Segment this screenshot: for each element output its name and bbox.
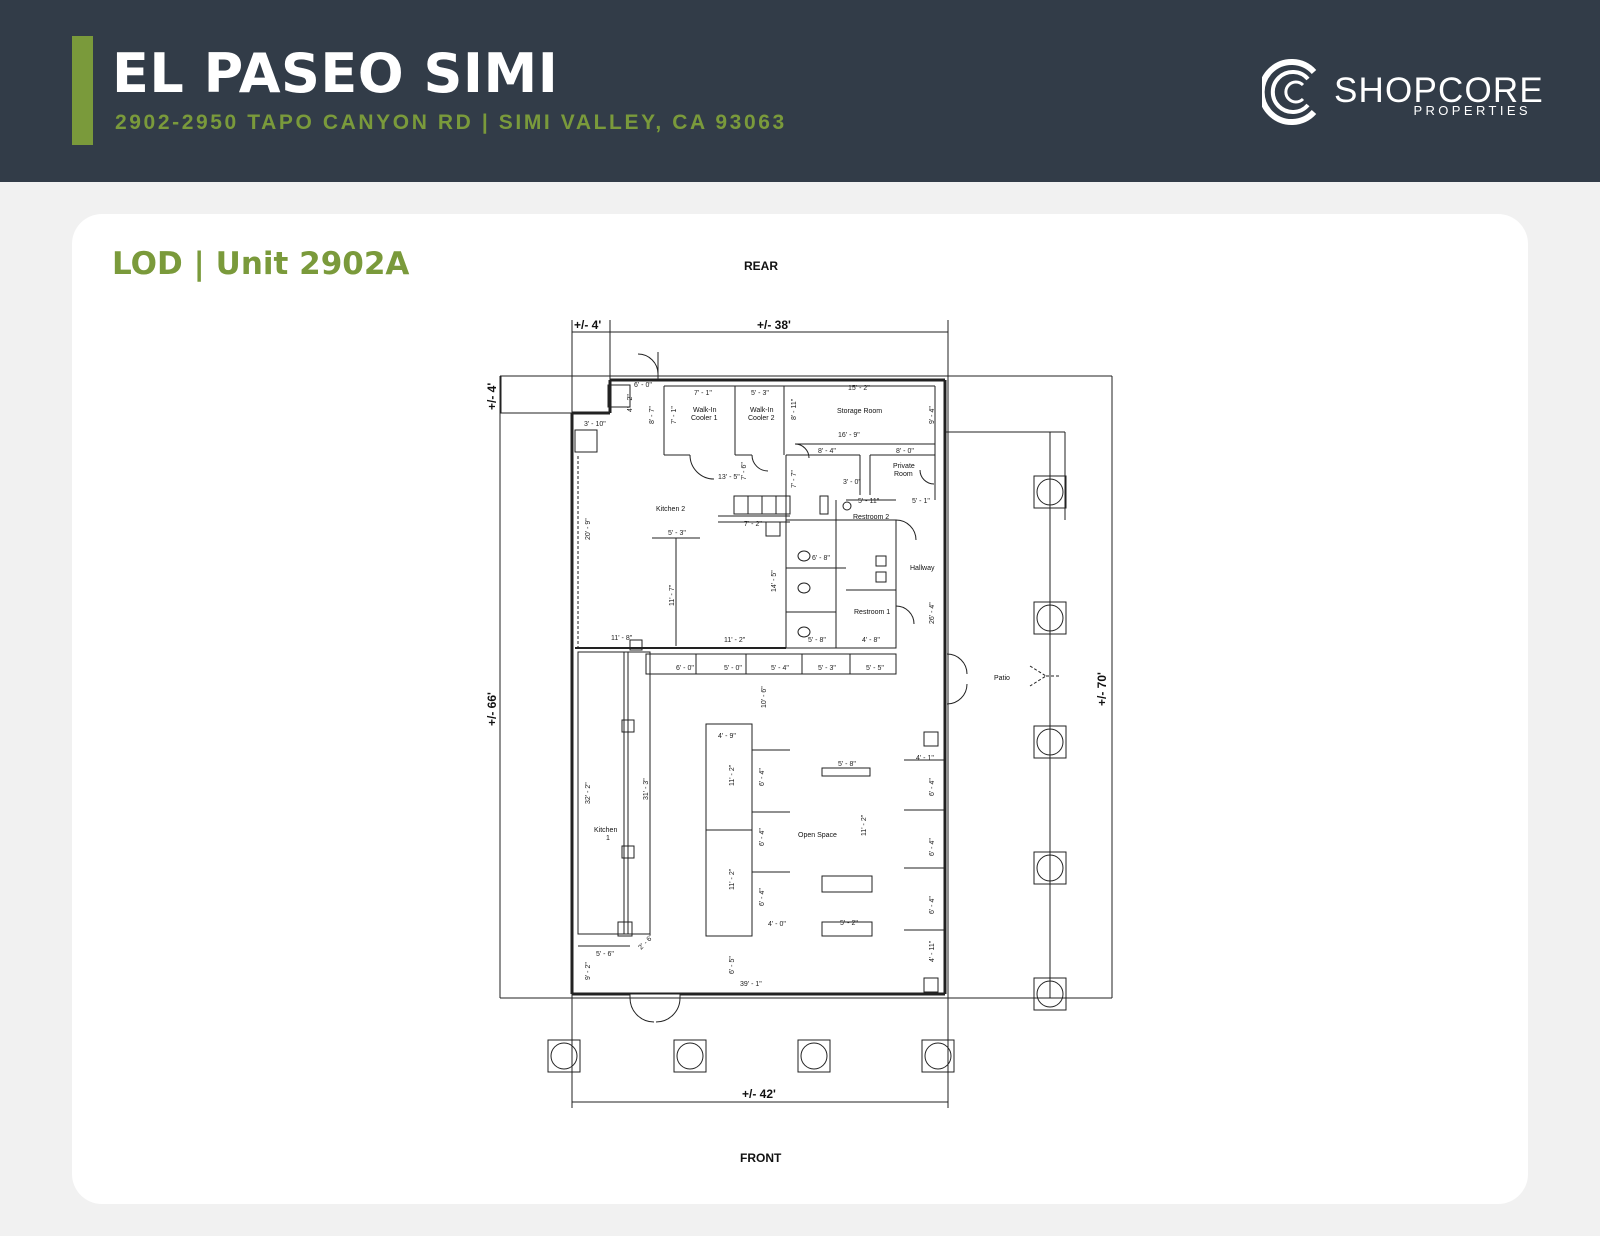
unit-title: LOD | Unit 2902A xyxy=(112,246,410,282)
dim-label: 20' - 9" xyxy=(585,518,592,540)
front-label: FRONT xyxy=(740,1151,782,1165)
dim-label: 8' - 0" xyxy=(896,448,914,455)
dim-label: 8' - 7" xyxy=(649,406,656,424)
dim-label: 32' - 2" xyxy=(585,782,592,804)
dim-label: 6' - 8" xyxy=(812,555,830,562)
dim-label: 6' - 0" xyxy=(676,665,694,672)
dim-label: 11' - 2" xyxy=(729,764,736,786)
dim-label: 5' - 0" xyxy=(724,665,742,672)
dim-label: 8' - 4" xyxy=(818,448,836,455)
dim-label: 6' - 4" xyxy=(929,896,936,914)
dim-label: 6' - 4" xyxy=(759,888,766,906)
dim-label: 5' - 6" xyxy=(596,951,614,958)
dim-label: 9' - 2" xyxy=(585,962,592,980)
dim-label: 3' - 10" xyxy=(584,421,606,428)
room-restroom-2: Restroom 2 xyxy=(853,514,889,521)
address-subtitle: 2902-2950 TAPO CANYON RD | SIMI VALLEY, … xyxy=(115,111,787,134)
dim-label: 5' - 11" xyxy=(858,498,880,505)
dim-label: 14' - 5" xyxy=(771,570,778,592)
dim-label: 26' - 4" xyxy=(929,602,936,624)
dim-side-width: +/- 4' xyxy=(574,318,601,332)
dim-label: 6' - 4" xyxy=(929,838,936,856)
logo-subtext: PROPERTIES xyxy=(1413,103,1531,118)
dim-label: 4' - 11" xyxy=(929,940,936,962)
dim-label: 11' - 2" xyxy=(724,637,746,644)
room-open-space: Open Space xyxy=(798,832,837,839)
dim-label: 7' - 7" xyxy=(791,470,798,488)
dim-label: 7' - 1" xyxy=(671,406,678,424)
shopcore-c-logo-icon xyxy=(1262,59,1317,125)
dim-label: 16' - 9" xyxy=(838,432,860,439)
dim-top-offset: +/- 4' xyxy=(485,383,499,410)
dim-label: 5' - 5" xyxy=(866,665,884,672)
dim-label: 4' - 8" xyxy=(862,637,880,644)
dim-label: 5' - 3" xyxy=(751,390,769,397)
dim-label: 15' - 2" xyxy=(848,385,870,392)
dim-label: 5' - 8" xyxy=(808,637,826,644)
dim-label: 11' - 8" xyxy=(611,635,633,642)
room-hallway: Hallway xyxy=(910,565,935,572)
room-kitchen-2: Kitchen 2 xyxy=(656,506,685,513)
dim-label: 6' - 0" xyxy=(634,382,652,389)
dim-label: 10' - 6" xyxy=(761,686,768,708)
dim-label: 11' - 7" xyxy=(669,584,676,606)
dim-label: 8' - 11" xyxy=(791,398,798,420)
dim-label: 3' - 0" xyxy=(843,479,861,486)
dim-label: 5' - 3" xyxy=(668,530,686,537)
dim-label: 31' - 3" xyxy=(643,778,650,800)
dim-label: 39' - 1" xyxy=(740,981,762,988)
dim-label: 5' - 3" xyxy=(818,665,836,672)
page-title: EL PASEO SIMI xyxy=(112,42,559,105)
dim-label: 11' - 2" xyxy=(861,814,868,836)
logo-name: SHOPCORE xyxy=(1334,71,1544,110)
dim-label: 7' - 2" xyxy=(744,521,762,528)
header-banner: EL PASEO SIMI 2902-2950 TAPO CANYON RD |… xyxy=(0,0,1600,182)
shopcore-logo[interactable]: SHOPCORE PROPERTIES xyxy=(1262,54,1543,129)
dim-label: 4' - 1" xyxy=(916,755,934,762)
dim-label: 6' - 4" xyxy=(759,768,766,786)
dim-front-width: +/- 42' xyxy=(742,1087,776,1101)
dim-right-depth: +/- 70' xyxy=(1095,672,1109,706)
dim-label: 9' - 4" xyxy=(929,406,936,424)
dim-label: 5' - 2" xyxy=(840,920,858,927)
dim-label: 7' - 6" xyxy=(741,462,748,480)
dim-label: 11' - 2" xyxy=(729,868,736,890)
dim-label: 7' - 1" xyxy=(694,390,712,397)
dim-label: 6' - 5" xyxy=(729,956,736,974)
room-storage: Storage Room xyxy=(837,408,882,415)
room-patio: Patio xyxy=(994,675,1010,682)
accent-bar xyxy=(72,36,93,145)
rear-label: REAR xyxy=(744,259,778,273)
room-restroom-1: Restroom 1 xyxy=(854,609,890,616)
columns xyxy=(547,475,1067,1073)
dim-label: 13' - 5" xyxy=(718,474,740,481)
dim-label: 4' - 9" xyxy=(718,733,736,740)
dim-label: 5' - 8" xyxy=(838,761,856,768)
dim-label: 4' - 2" xyxy=(627,394,634,412)
dim-label: 5' - 1" xyxy=(912,498,930,505)
dim-label: 2' - 6" xyxy=(637,933,655,951)
dim-rear-width: +/- 38' xyxy=(757,318,791,332)
dim-label: 4' - 0" xyxy=(768,921,786,928)
dim-label: 6' - 4" xyxy=(759,828,766,846)
dim-left-depth: +/- 66' xyxy=(485,692,499,726)
dim-label: 6' - 4" xyxy=(929,778,936,796)
dim-label: 5' - 4" xyxy=(771,665,789,672)
